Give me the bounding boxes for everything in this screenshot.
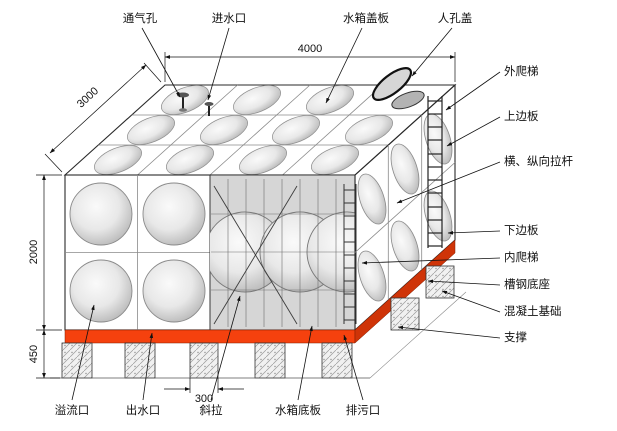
label-channel-steel-base: 槽钢底座	[504, 277, 550, 291]
callout-concrete-foundation: 混凝土基础	[441, 290, 562, 318]
dim-support-text: 300	[195, 393, 213, 405]
callout-vent: 通气孔	[123, 11, 181, 98]
label-overflow-port: 溢流口	[55, 403, 90, 417]
callout-overflow-port: 溢流口	[55, 304, 95, 417]
tank-right-face	[354, 83, 456, 332]
internal-ladder-shape	[343, 184, 357, 324]
callout-outlet-port: 出水口	[126, 332, 161, 417]
top-panel-bulges	[94, 85, 393, 175]
foundation-block	[321, 342, 353, 379]
label-external-ladder: 外爬梯	[504, 65, 539, 78]
callout-drain-port: 排污口	[343, 334, 381, 417]
label-vent: 通气孔	[123, 11, 158, 25]
dim-width-text: 4000	[298, 43, 322, 55]
inlet-shape	[204, 102, 214, 116]
foundation-block	[61, 342, 93, 379]
callout-diagonal-brace: 斜拉	[200, 295, 241, 417]
tank-front-face	[64, 174, 356, 331]
label-lower-side-plate: 下边板	[504, 223, 539, 237]
dimension-support-300: 300	[164, 378, 244, 405]
label-tank-bottom-plate: 水箱底板	[275, 403, 321, 417]
callout-tie-rods: 横、纵向拉杆	[396, 154, 573, 204]
label-tie-rods: 横、纵向拉杆	[504, 154, 573, 168]
label-support: 支撑	[504, 330, 527, 344]
label-outlet-port: 出水口	[126, 403, 161, 417]
label-diagonal-brace: 斜拉	[200, 403, 223, 417]
callout-support: 支撑	[397, 325, 527, 344]
dimension-foundation-450: 450	[28, 329, 60, 379]
callout-internal-ladder: 内爬梯	[361, 250, 539, 265]
right-panel-grid	[354, 115, 456, 300]
manhole-cover-shape	[371, 67, 425, 110]
label-inlet: 进水口	[212, 12, 247, 25]
callout-lower-side-plate: 下边板	[447, 223, 539, 237]
vent-shape	[177, 92, 189, 112]
label-concrete-foundation: 混凝土基础	[504, 304, 562, 318]
base-front-beam	[64, 329, 356, 344]
dim-foundation-text: 450	[28, 345, 40, 363]
foundation-block	[254, 342, 286, 379]
dimension-height-2000: 2000	[28, 174, 62, 331]
foundation-block	[189, 342, 219, 379]
label-drain-port: 排污口	[346, 403, 381, 417]
callout-inlet: 进水口	[207, 12, 247, 101]
label-manhole-cover: 人孔盖	[438, 11, 473, 25]
external-ladder-shape	[427, 96, 443, 248]
concrete-foundation-blocks	[61, 265, 455, 379]
dim-height-text: 2000	[28, 240, 40, 264]
callout-external-ladder: 外爬梯	[445, 65, 539, 111]
label-tank-cover-plate: 水箱盖板	[343, 11, 389, 25]
callout-tank-cover-plate: 水箱盖板	[325, 11, 389, 104]
callout-upper-side-plate: 上边板	[446, 109, 539, 147]
top-panel-grid	[98, 84, 422, 176]
dimension-width-4000: 4000	[164, 43, 456, 82]
right-panel-bulges	[357, 113, 453, 302]
label-internal-ladder: 内爬梯	[504, 250, 539, 264]
foundation-block	[124, 342, 156, 379]
tank-top-face	[63, 84, 457, 176]
dim-depth-text: 3000	[75, 85, 101, 110]
tank-interior-cutaway	[209, 174, 357, 331]
foundation-block	[390, 297, 420, 331]
ground-line-side	[369, 291, 467, 379]
label-upper-side-plate: 上边板	[504, 109, 539, 123]
diagonal-brace-shape	[213, 185, 298, 325]
callout-manhole-cover: 人孔盖	[411, 11, 473, 77]
callout-channel-steel-base: 槽钢底座	[427, 277, 550, 291]
front-panel-bulges	[69, 182, 206, 323]
callout-tank-bottom-plate: 水箱底板	[275, 325, 321, 417]
